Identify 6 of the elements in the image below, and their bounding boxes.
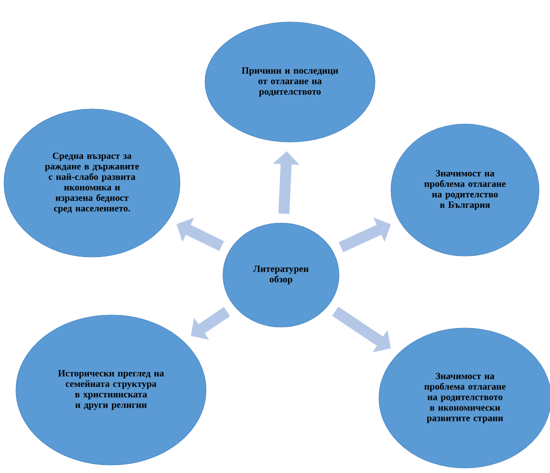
ellipse-node: Значимост на проблема отлагане на родителството в икономически развитите страни (378, 328, 550, 468)
ellipse-node: Средна възраст за раждане в държавите с най-слабо развита икономика и изразена бедност сред населението. (4, 108, 180, 258)
ellipse-node: Литературен обзор (222, 222, 340, 328)
ellipse-node: Причини и последици от отлагане на родителството (204, 22, 376, 142)
ellipse-node: Значимост на проблема отлагане на родителство в България (390, 124, 540, 256)
ellipse-node: Исторически преглед на семейната структура в християнската и други религии (16, 314, 206, 466)
